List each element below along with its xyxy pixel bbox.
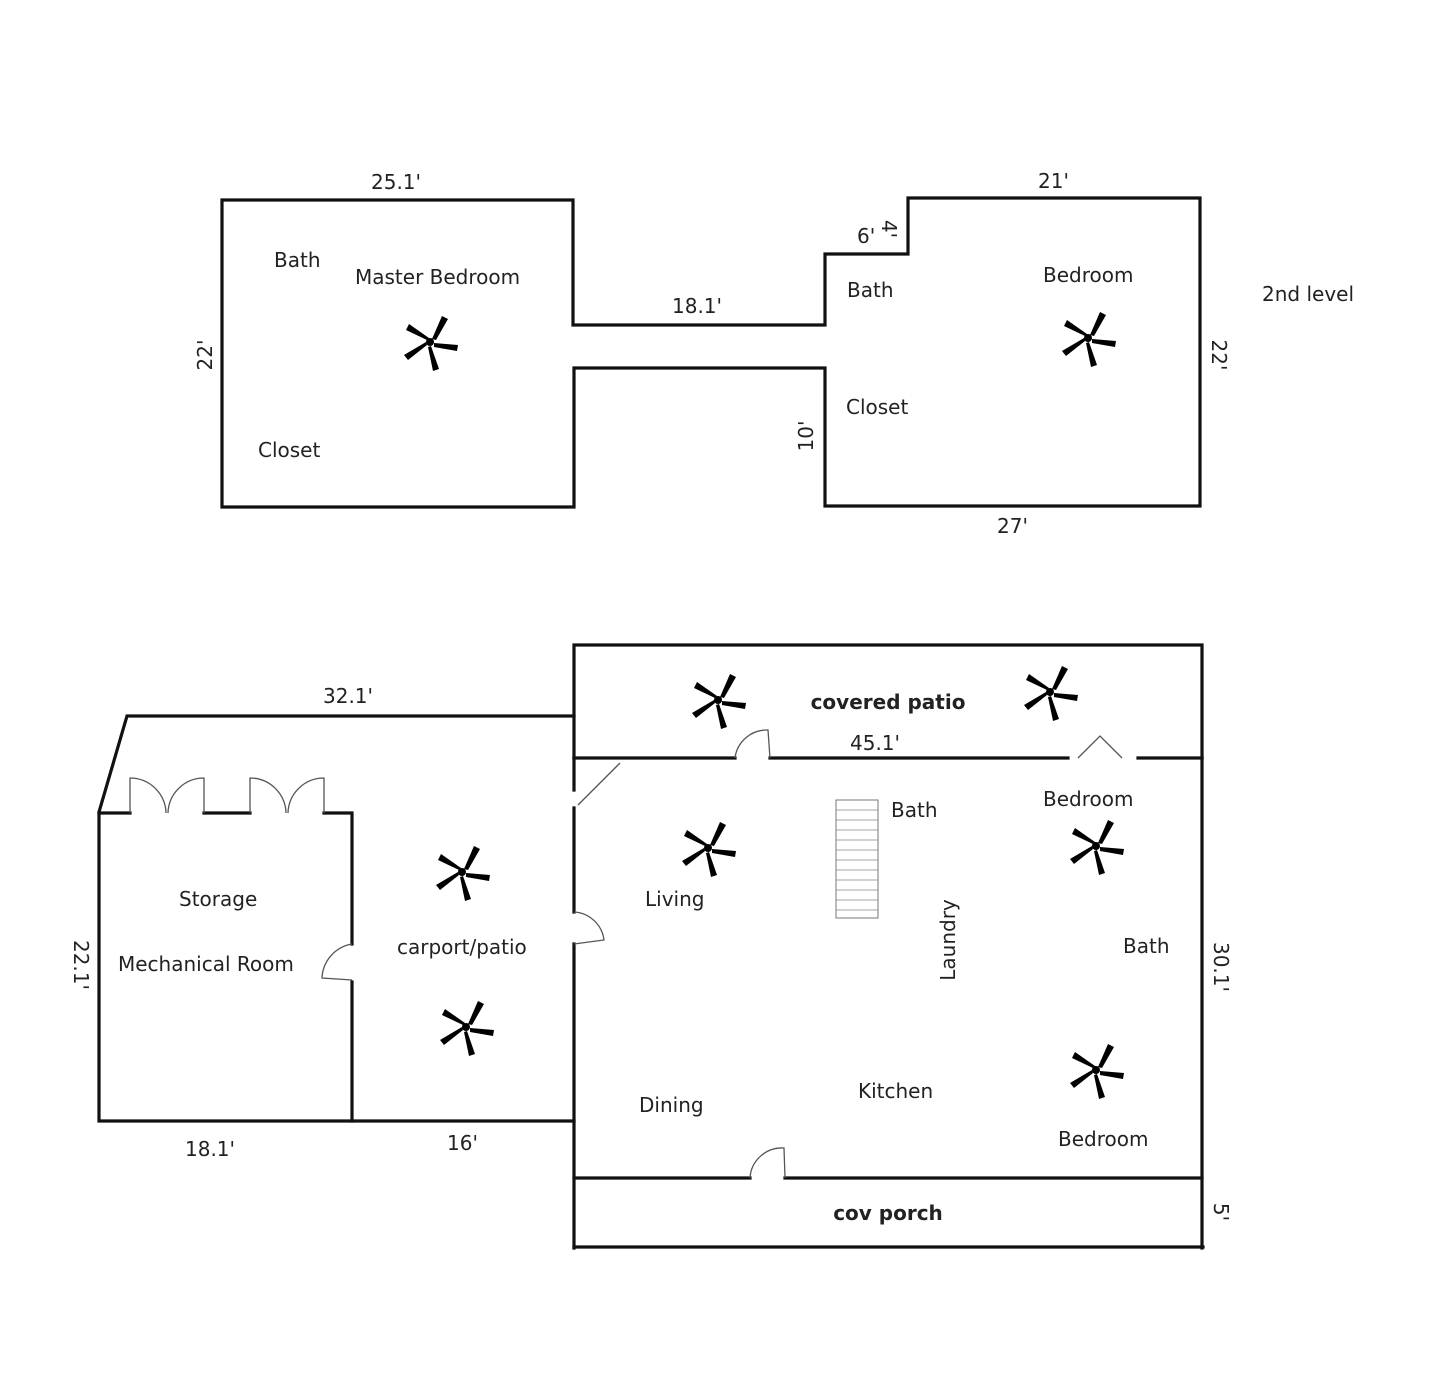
room-label-master-bedroom: Master Bedroom	[355, 265, 520, 289]
ceiling-fan-icon	[1024, 666, 1078, 721]
room-label-kitchen: Kitchen	[858, 1079, 933, 1103]
ceiling-fan-icon	[692, 674, 746, 729]
room-label-bedroom-bottom: Bedroom	[1058, 1127, 1148, 1151]
master-suite-wall	[220, 196, 1202, 509]
room-label-covered-patio: covered patio	[811, 690, 966, 714]
room-label-storage: Storage	[179, 887, 257, 911]
room-label-east-bath: Bath	[847, 278, 894, 302]
ceiling-fan-icon	[440, 1001, 494, 1056]
ceiling-fan-icon	[1070, 1044, 1124, 1099]
staircase	[835, 799, 879, 919]
dim-step-horizontal: 6'	[857, 224, 875, 248]
ceiling-fan-icon	[1070, 820, 1124, 875]
lower-level: covered patio Bath Bedroom Living Laundr…	[69, 643, 1233, 1250]
ceiling-fan-icon	[404, 316, 458, 371]
ceiling-fan-icon	[436, 846, 490, 901]
room-label-east-bedroom: Bedroom	[1043, 263, 1133, 287]
dim-house-right: 30.1'	[1209, 942, 1233, 992]
dim-east-top: 21'	[1038, 169, 1069, 193]
dim-master-width: 25.1'	[371, 170, 421, 194]
room-label-laundry: Laundry	[936, 899, 960, 981]
storage-top-wall	[97, 811, 354, 1123]
dim-porch-depth: 5'	[1209, 1203, 1233, 1221]
room-label-cov-porch: cov porch	[833, 1201, 943, 1225]
upper-level: Bath Master Bedroom Closet Bath Bedroom …	[193, 169, 1354, 538]
dim-master-height: 22'	[193, 340, 217, 371]
room-label-bedroom-top: Bedroom	[1043, 787, 1133, 811]
room-label-master-bath: Bath	[274, 248, 321, 272]
room-label-east-closet: Closet	[846, 395, 908, 419]
dim-east-right: 22'	[1207, 340, 1231, 371]
room-label-bath-top: Bath	[891, 798, 938, 822]
level-label: 2nd level	[1262, 282, 1354, 306]
room-label-carport-patio: carport/patio	[397, 935, 527, 959]
dim-east-bottom: 27'	[997, 514, 1028, 538]
dim-house-width: 45.1'	[850, 731, 900, 755]
room-label-living: Living	[645, 887, 704, 911]
covered-patio-wall	[572, 643, 1204, 760]
dim-outbuilding-top: 32.1'	[323, 684, 373, 708]
dim-step-vertical: 4'	[877, 220, 901, 238]
outbuilding-top-wall	[97, 714, 576, 1123]
dim-carport-bottom: 16'	[447, 1131, 478, 1155]
dim-connector-length: 18.1'	[672, 294, 722, 318]
doors	[129, 729, 1123, 1179]
room-label-mechanical-room: Mechanical Room	[118, 952, 294, 976]
ceiling-fan-icon	[682, 822, 736, 877]
room-label-master-closet: Closet	[258, 438, 320, 462]
dim-storage-bottom: 18.1'	[185, 1137, 235, 1161]
room-label-dining: Dining	[639, 1093, 704, 1117]
room-label-bath-right: Bath	[1123, 934, 1170, 958]
ceiling-fan-icon	[1062, 312, 1116, 367]
dim-outbuilding-left: 22.1'	[69, 940, 93, 990]
dim-east-left-lower: 10'	[794, 421, 818, 452]
